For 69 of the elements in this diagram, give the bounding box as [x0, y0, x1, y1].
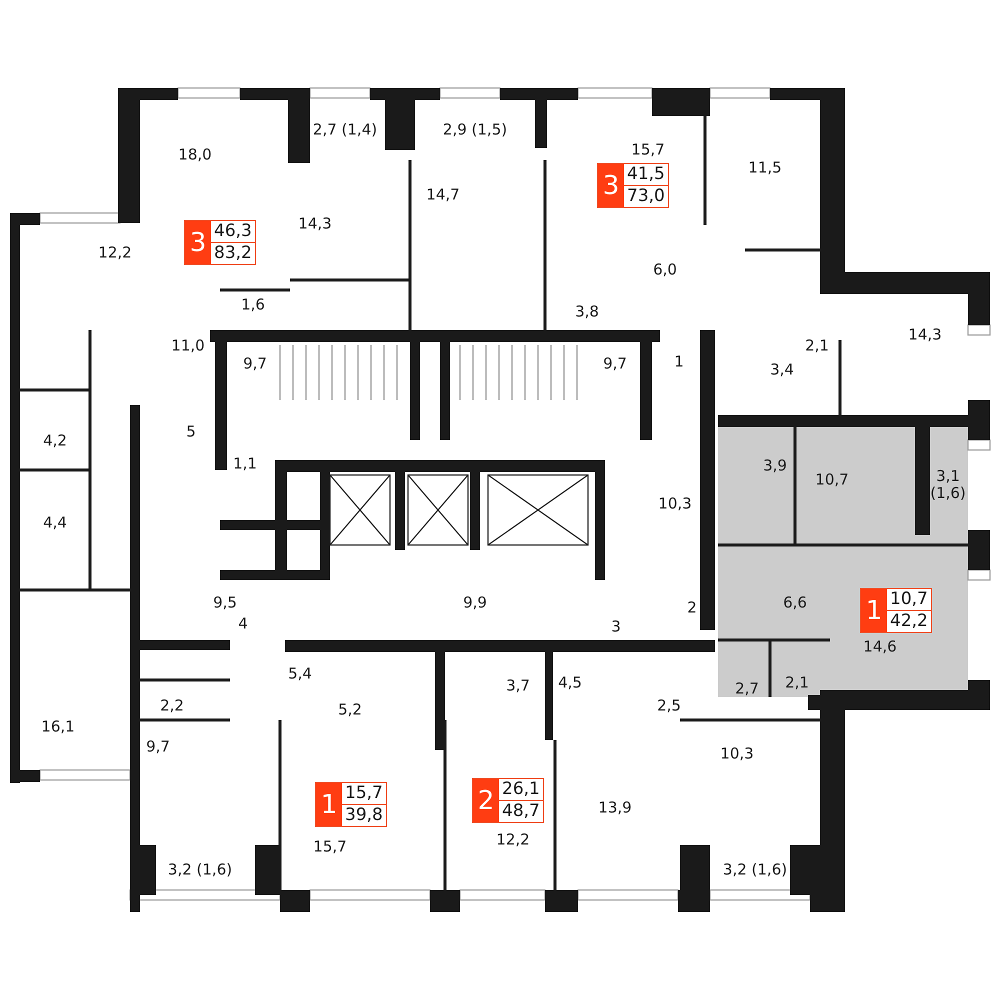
living-area: 46,3: [211, 221, 255, 243]
total-area: 39,8: [342, 805, 386, 826]
apartment-badge: [597, 163, 669, 208]
area-label: 1: [674, 354, 684, 370]
area-label: 2,9 (1,5): [442, 122, 508, 138]
area-label: 6,0: [653, 262, 677, 278]
area-label: 2,1: [805, 338, 829, 354]
total-area: 83,2: [211, 243, 255, 264]
area-label: 4,4: [43, 514, 67, 532]
area-label: 14,6: [863, 638, 897, 656]
area-label: 3,4: [770, 362, 794, 378]
area-label: 3,9: [763, 458, 787, 474]
area-label: 2,2: [160, 698, 184, 714]
area-label: 3,8: [575, 304, 599, 320]
room-count: 3: [185, 221, 211, 264]
area-label: 4,2: [43, 432, 67, 450]
area-label: 1,6: [241, 296, 265, 314]
area-label: 9,7: [146, 738, 170, 756]
area-label: 10,3: [720, 746, 754, 762]
area-label: 5,4: [288, 666, 312, 682]
living-area: 10,7: [887, 589, 931, 611]
apartment-badge: [860, 588, 932, 633]
living-area: 41,5: [624, 164, 668, 186]
area-label: 3,7: [506, 678, 530, 694]
living-area: 15,7: [342, 783, 386, 805]
area-label: 9,7: [603, 356, 627, 372]
area-label: 12,2: [98, 244, 132, 262]
total-area: 73,0: [624, 186, 668, 207]
area-label: 2,1: [785, 674, 809, 692]
area-label: 15,7: [313, 838, 347, 856]
area-label: 16,1: [41, 718, 75, 736]
area-label: 10,3: [658, 496, 692, 512]
area-label: 3: [611, 618, 621, 636]
area-label: 18,0: [178, 146, 212, 164]
total-area: 48,7: [499, 801, 543, 822]
area-label: 3,2 (1,6): [722, 862, 788, 878]
area-label: 14,3: [298, 216, 332, 232]
area-label: 3,2 (1,6): [168, 862, 232, 878]
area-label: 10,7: [815, 472, 849, 488]
area-label: 2,7 (1,4): [312, 122, 378, 138]
room-count: 1: [861, 589, 887, 632]
area-label: 11,5: [748, 160, 782, 176]
area-label: 5: [186, 424, 196, 440]
area-label: 3,1 (1,6): [929, 468, 967, 502]
area-label: 12,2: [496, 832, 530, 848]
area-label: 13,9: [598, 800, 632, 816]
room-count: 2: [473, 779, 499, 822]
area-label: 9,5: [213, 594, 237, 612]
area-label: 2: [687, 600, 697, 616]
living-area: 26,1: [499, 779, 543, 801]
area-label: 4: [238, 616, 248, 632]
room-count: 1: [316, 783, 342, 826]
total-area: 42,2: [887, 611, 931, 632]
apartment-badge: [315, 782, 387, 827]
area-label: 5,2: [338, 702, 362, 718]
area-label: 11,0: [171, 338, 205, 354]
area-label: 14,3: [908, 326, 942, 344]
area-label: 15,7: [631, 142, 665, 158]
area-label: 14,7: [426, 186, 460, 204]
area-label: 9,7: [243, 356, 267, 372]
area-label: 4,5: [558, 674, 582, 692]
room-count: 3: [598, 164, 624, 207]
area-label: 9,9: [463, 594, 487, 612]
area-label: 2,7: [735, 680, 759, 698]
apartment-badge: [184, 220, 256, 265]
area-label: 2,5: [657, 698, 681, 714]
area-label: 6,6: [783, 594, 807, 612]
area-label: 1,1: [233, 456, 257, 472]
apartment-badge: [472, 778, 544, 823]
